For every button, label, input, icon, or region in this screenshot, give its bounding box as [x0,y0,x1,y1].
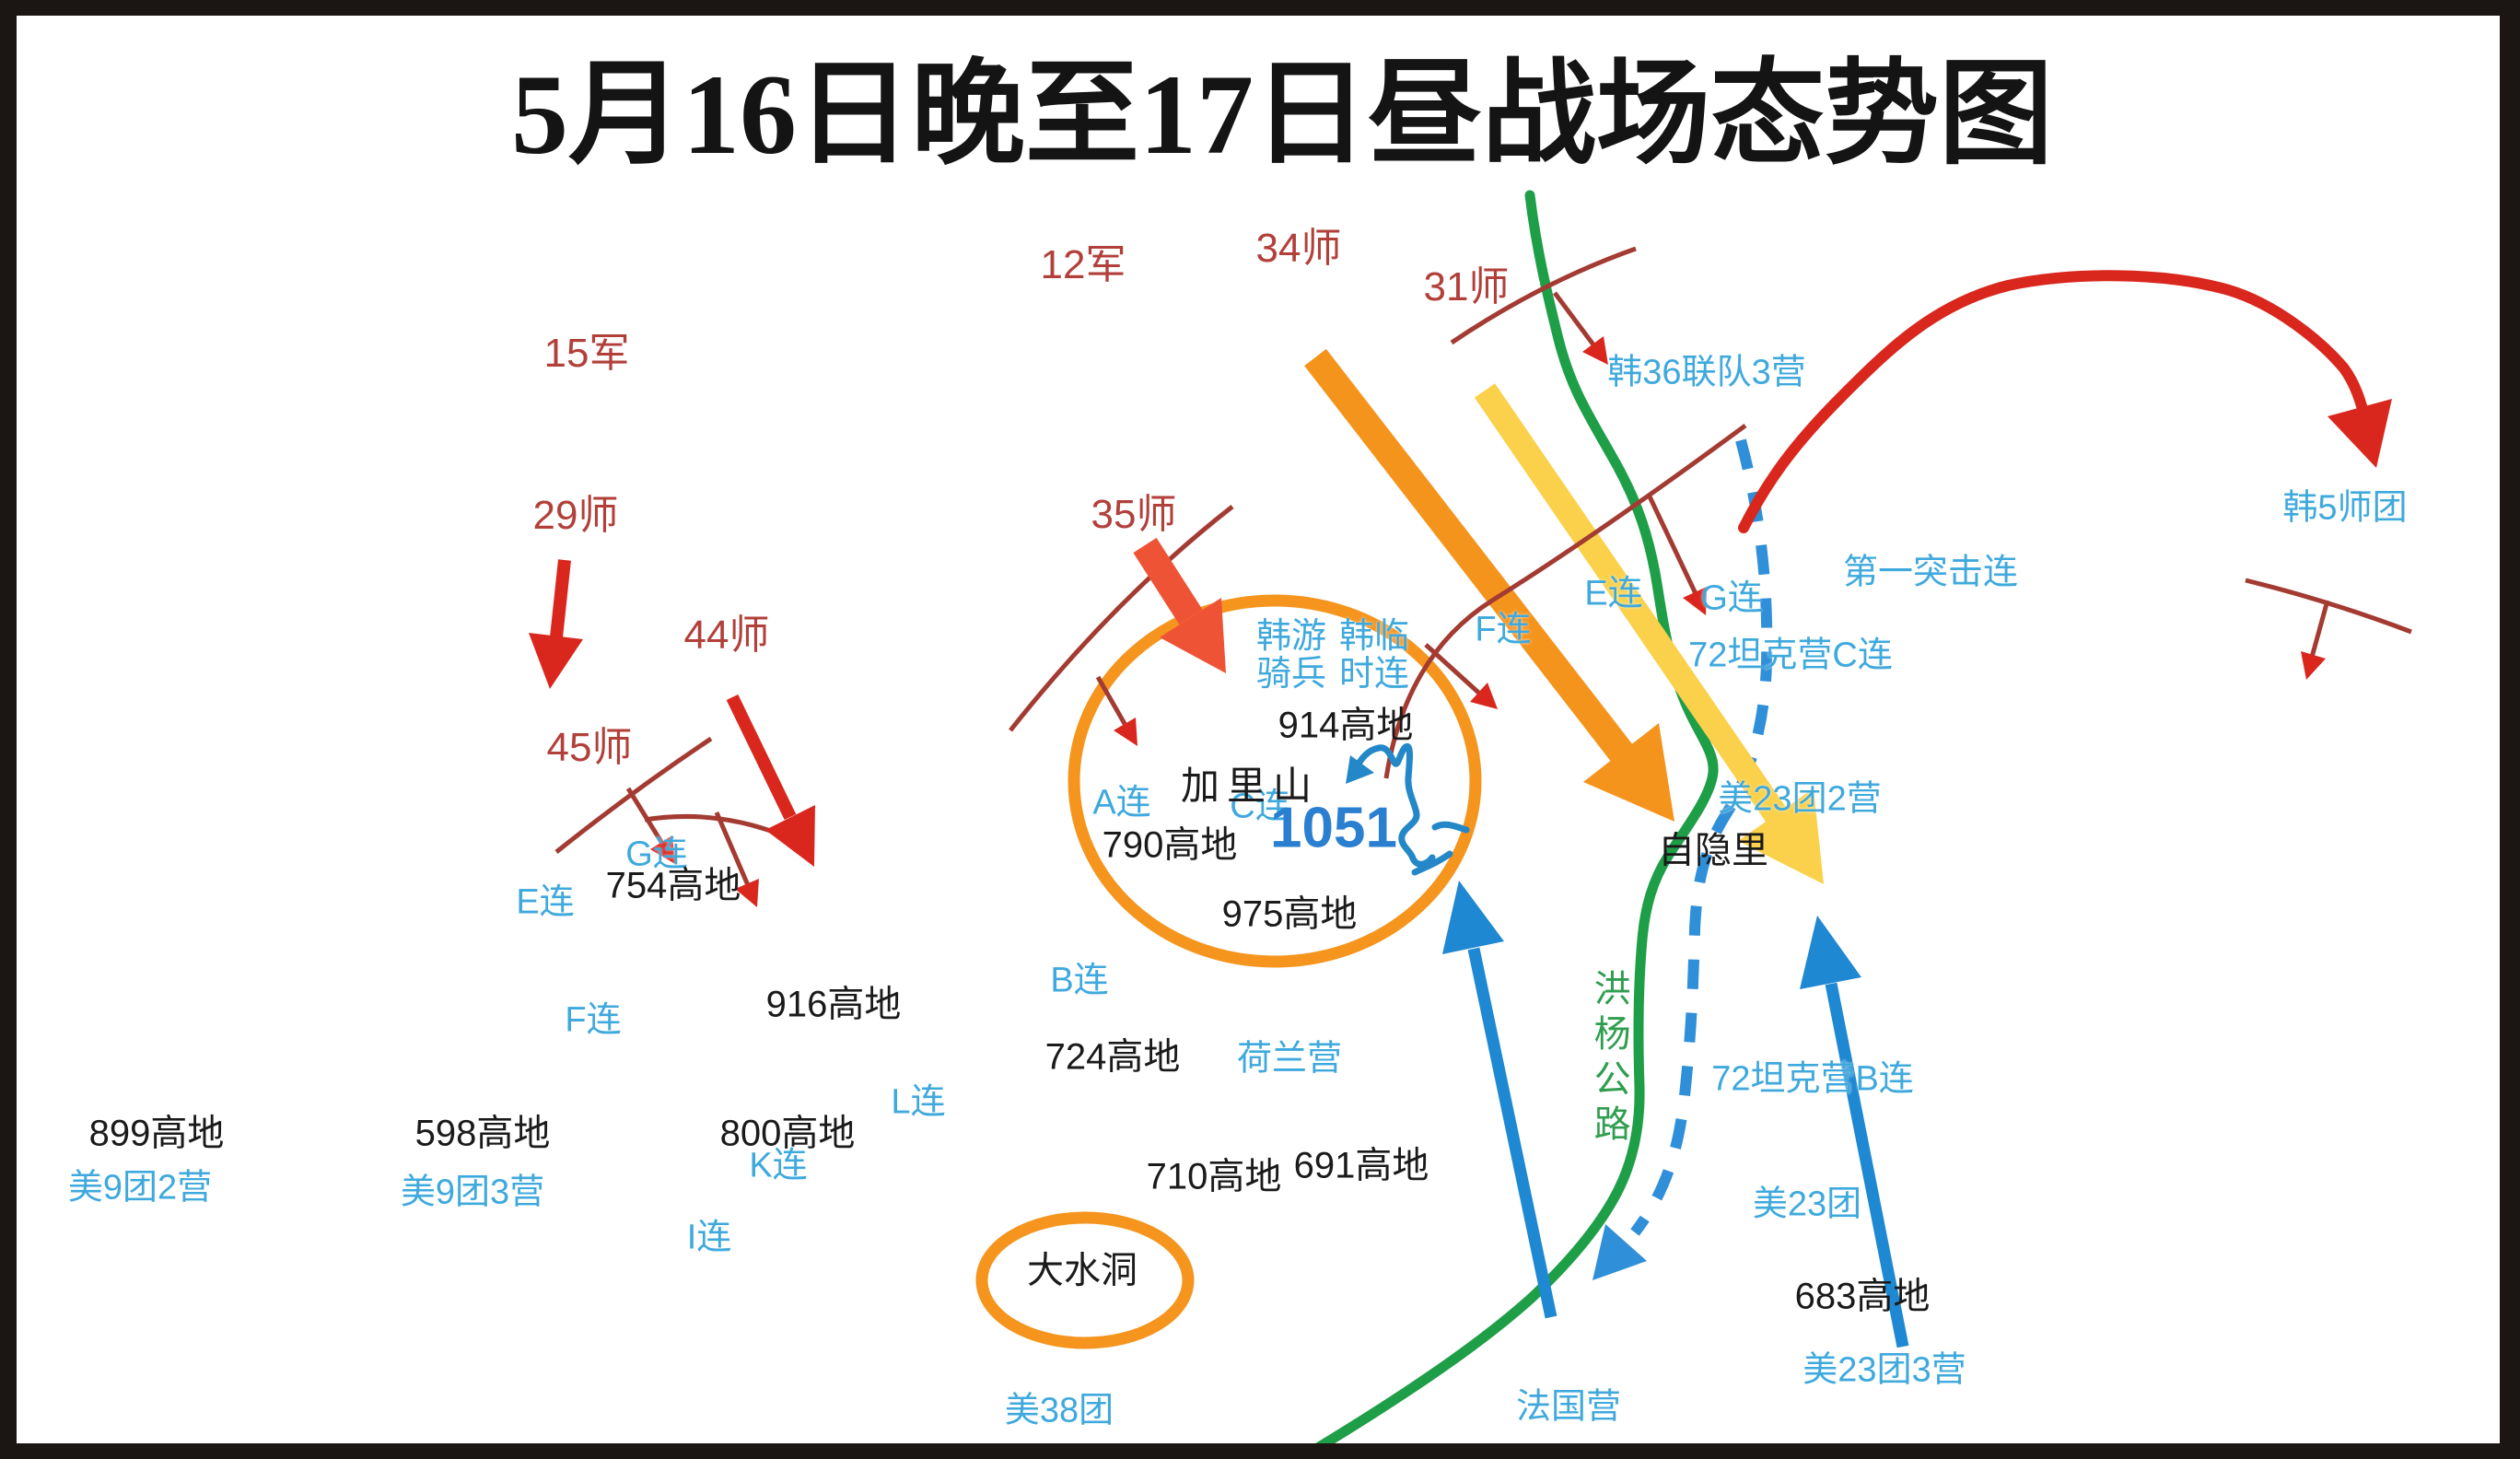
label-710: 710高地 [1146,1156,1282,1197]
label-diyitujilian: 第一突击连 [1842,553,2019,592]
label-han36: 韩36联队3营 [1607,353,1806,392]
label-glian-e: G连 [1700,578,1763,618]
label-clian: C连 [1230,787,1290,826]
label-hanlin-shilian: 韩临 时连 [1338,616,1410,694]
attack-arrow-29shi-head [529,633,583,689]
label-683: 683高地 [1794,1276,1931,1317]
label-29shi: 29师 [532,493,619,539]
label-800: 800高地 [719,1113,856,1154]
attack-arrow-yellow-shaft [1474,383,1791,827]
label-glian-w: G连 [625,835,688,874]
label-ilian: I连 [686,1218,732,1257]
label-llian: L连 [891,1082,946,1122]
frontline-arrowheads [650,336,2326,907]
label-598: 598高地 [414,1113,551,1154]
label-faguoying: 法国营 [1515,1387,1622,1427]
attack-arrow-orange-head [1583,723,1674,822]
label-jialishan: 加里山 [1180,764,1320,808]
attack-arrow-orange-shaft [1304,348,1637,767]
un-front-dashed-line [1630,438,1773,1236]
un-counter-arrow-left-shaft [1467,947,1558,1319]
label-blian: B连 [1050,961,1109,1000]
label-916: 916高地 [765,984,902,1025]
label-ziyinli: 自隐里 [1658,830,1768,871]
label-hongyang-highway: 洪杨公路 [1588,969,1629,1150]
label-31shi: 31师 [1423,264,1510,310]
label-15jun: 15军 [543,331,630,377]
label-mei23tuan3ying: 美23团3营 [1802,1350,1966,1390]
label-mei9tuan2ying: 美9团2营 [67,1168,213,1208]
label-724: 724高地 [1044,1036,1181,1078]
label-914: 914高地 [1278,705,1414,746]
label-1051: 1051 [1270,796,1397,860]
encircle-ring-dashuidong [975,1211,1195,1349]
attack-arrow-35shi-head [1160,598,1226,673]
label-mei38tuan: 美38团 [1004,1391,1114,1430]
river-squiggle-arrowhead [1346,755,1374,784]
label-691: 691高地 [1293,1145,1429,1186]
attack-arrow-29shi-shaft [550,559,571,638]
un-counter-arrow-right-head [1800,916,1861,989]
label-klian: K连 [749,1146,808,1185]
label-34shi: 34师 [1255,226,1342,272]
label-flian-w: F连 [565,1000,622,1040]
label-754: 754高地 [605,865,741,906]
label-899: 899高地 [88,1113,225,1154]
river-squiggle [1350,742,1470,876]
label-72tank-c: 72坦克营C连 [1688,636,1893,675]
label-mei23tuan2ying: 美23团2营 [1718,779,1882,819]
label-44shi: 44师 [683,613,770,659]
label-dashuidong: 大水洞 [1027,1250,1138,1291]
label-helanying: 荷兰营 [1236,1039,1343,1079]
un-counter-arrow-right-shaft [1825,982,1909,1348]
label-alian: A连 [1092,783,1151,823]
un-counter-arrow-left-head [1442,881,1504,954]
encircle-ring-jialishan [1068,594,1482,968]
attack-arrow-44shi-head [765,805,815,867]
retreat-curve-han5 [1738,270,2372,533]
label-35shi: 35师 [1091,492,1177,538]
label-12jun: 12军 [1040,242,1126,288]
label-flian-e: F连 [1475,610,1532,649]
label-han5: 韩5师团 [2282,488,2408,528]
label-elian-e: E连 [1584,574,1643,613]
un-front-dashed-arrowhead [1592,1224,1647,1280]
label-790: 790高地 [1102,824,1238,866]
map-title: 5月16日晚至17日昼战场态势图 [510,52,2054,178]
label-elian-w: E连 [516,882,575,922]
label-mei23tuan: 美23团 [1752,1185,1862,1224]
hongyang-highway-line [1306,190,1719,1457]
retreat-curve-han5-head [2328,399,2392,468]
label-975: 975高地 [1221,893,1358,935]
label-45shi: 45师 [546,725,633,771]
label-mei9tuan3ying: 美9团3营 [400,1173,545,1212]
attack-arrow-44shi-shaft [726,694,797,821]
label-72tank-b: 72坦克营B连 [1711,1059,1914,1099]
label-hanyou-qibing: 韩游 骑兵 [1255,616,1327,694]
attack-arrow-yellow-head [1738,788,1824,884]
attack-arrow-35shi-shaft [1133,537,1203,625]
